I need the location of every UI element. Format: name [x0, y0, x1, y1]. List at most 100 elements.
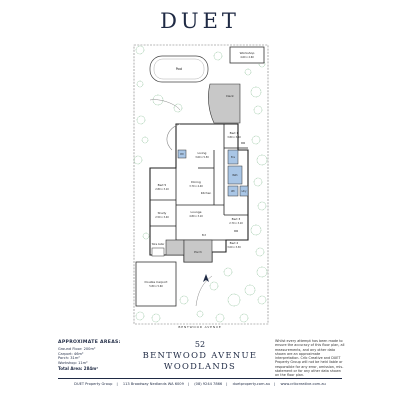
street-name: BENTWOOD AVENUE	[142, 350, 258, 360]
bed3-dims: 2.70 x 3.10	[229, 222, 243, 225]
workshop-room	[229, 46, 265, 64]
study-dims: 2.50 x 3.40	[155, 216, 169, 219]
tree-icon	[250, 86, 262, 98]
wir2-label: WIR	[234, 230, 239, 233]
tree-icon	[136, 80, 144, 88]
tree-icon	[256, 154, 268, 166]
tree-icon	[227, 293, 241, 307]
bed2-label: Bed 2	[230, 241, 239, 245]
kitchen-label: Kitchen	[201, 191, 212, 195]
footer-separator: |	[226, 382, 228, 386]
suburb-name: WOODLANDS	[163, 361, 237, 371]
tree-icon	[253, 105, 263, 115]
carport	[135, 261, 177, 307]
tree-icon	[136, 115, 146, 125]
porch-label: Porch	[194, 250, 202, 254]
tree-icon	[223, 267, 233, 277]
deck	[208, 83, 241, 124]
garden-path	[166, 123, 181, 151]
laundry-tiles	[239, 185, 249, 197]
tree-icon	[142, 232, 150, 240]
laundry-label: Ldry	[242, 190, 248, 193]
bed5-dims: 2.80 x 3.10	[155, 188, 169, 191]
carport-dims: 5.80 x 5.60	[149, 285, 163, 288]
powder-label: Pdr	[180, 153, 184, 156]
tree-icon	[135, 45, 145, 55]
pool	[149, 55, 209, 83]
garden-path	[149, 99, 181, 111]
wc-tiles	[227, 185, 239, 197]
porch-area	[183, 239, 213, 263]
footer-separator: |	[274, 382, 276, 386]
tree-icon	[257, 201, 267, 211]
tree-icon	[173, 103, 183, 113]
bed1-dims: 3.80 x 3.60	[227, 136, 241, 139]
pool-inner-edge	[153, 58, 205, 80]
footer-website-link[interactable]: duetproperty.com.au	[232, 382, 271, 386]
street-label: BENTWOOD AVENUE	[178, 325, 221, 329]
tree-icon	[152, 94, 164, 106]
tree-icon	[196, 310, 204, 318]
powder-tiles	[177, 149, 187, 159]
area-total: Total Area: 284m²	[58, 365, 99, 371]
lounge-label: Lounge	[190, 210, 201, 214]
wir-label: WIR	[241, 142, 246, 145]
areas-heading: APPROXIMATE AREAS:	[58, 340, 121, 345]
pool-label: Pool	[176, 67, 183, 71]
tree-icon	[251, 135, 261, 145]
lounge-dims: 4.80 x 3.10	[189, 215, 203, 218]
dining-dims: 3.70 x 4.40	[189, 185, 203, 188]
ensuite-tiles	[227, 149, 239, 165]
bed2-dims: 3.00 x 3.30	[227, 246, 241, 249]
living-dims: 3.60 x 5.50	[195, 156, 209, 159]
entry-label: Ent	[202, 234, 206, 237]
area-carport: Carport: 46m²	[58, 351, 84, 356]
address-block: 52 BENTWOOD AVENUE WOODLANDS	[130, 340, 270, 371]
bed5-label: Bed 5	[158, 183, 167, 187]
footer-address: 113 Broadway Nedlands WA 6009	[122, 382, 184, 386]
area-ground-floor: Ground Floor: 200m²	[58, 347, 96, 351]
tree-icon	[250, 224, 262, 236]
wc-label: WC	[231, 190, 235, 193]
wine-cellar	[151, 247, 165, 257]
ensuite-label: Ens	[231, 156, 236, 159]
tree-icon	[244, 68, 252, 76]
bed1-label: Bed 1	[230, 131, 239, 135]
footer-separator: |	[187, 382, 190, 386]
living-label: Living	[198, 151, 207, 155]
tree-icon	[179, 295, 189, 305]
north-arrow-icon	[203, 274, 209, 282]
area-porch: Porch: 31m²	[58, 356, 80, 361]
wine-cellar-label: Wine Cellar	[152, 243, 165, 246]
bathroom-tiles	[227, 165, 243, 185]
deck-label: Deck	[226, 94, 234, 98]
footer-phone[interactable]: (08) 9244 7866	[194, 382, 223, 386]
workshop-label: Workshop	[240, 51, 255, 55]
tree-icon	[258, 60, 266, 68]
tree-icon	[215, 313, 225, 323]
brand-logo: DUET	[160, 9, 240, 33]
footer-divider	[58, 378, 342, 379]
tree-icon	[256, 266, 268, 278]
areas-block: APPROXIMATE AREAS: Ground Floor: 200m² C…	[58, 340, 158, 372]
tree-icon	[209, 281, 219, 291]
footer: DUET Property Group| 113 Broadway Nedlan…	[0, 382, 400, 386]
carport-label: Double Carport	[145, 280, 169, 284]
tree-icon	[257, 295, 267, 305]
garden-path	[195, 275, 213, 307]
street-number: 52	[194, 340, 206, 349]
tree-icon	[141, 136, 149, 144]
tree-icon	[133, 155, 143, 165]
porch	[165, 239, 185, 256]
tree-icon	[244, 284, 256, 296]
footer-separator: |	[116, 382, 118, 386]
footer-company: DUET Property Group	[74, 382, 113, 386]
lot-boundary	[133, 44, 269, 325]
tree-icon	[151, 313, 161, 323]
tree-icon	[135, 311, 145, 321]
dining-label: Dining	[191, 180, 201, 184]
bath-label: Bath	[232, 174, 238, 177]
footer-credit-link[interactable]: www.cribcreative.com.au	[280, 382, 326, 386]
tree-icon	[253, 177, 263, 187]
